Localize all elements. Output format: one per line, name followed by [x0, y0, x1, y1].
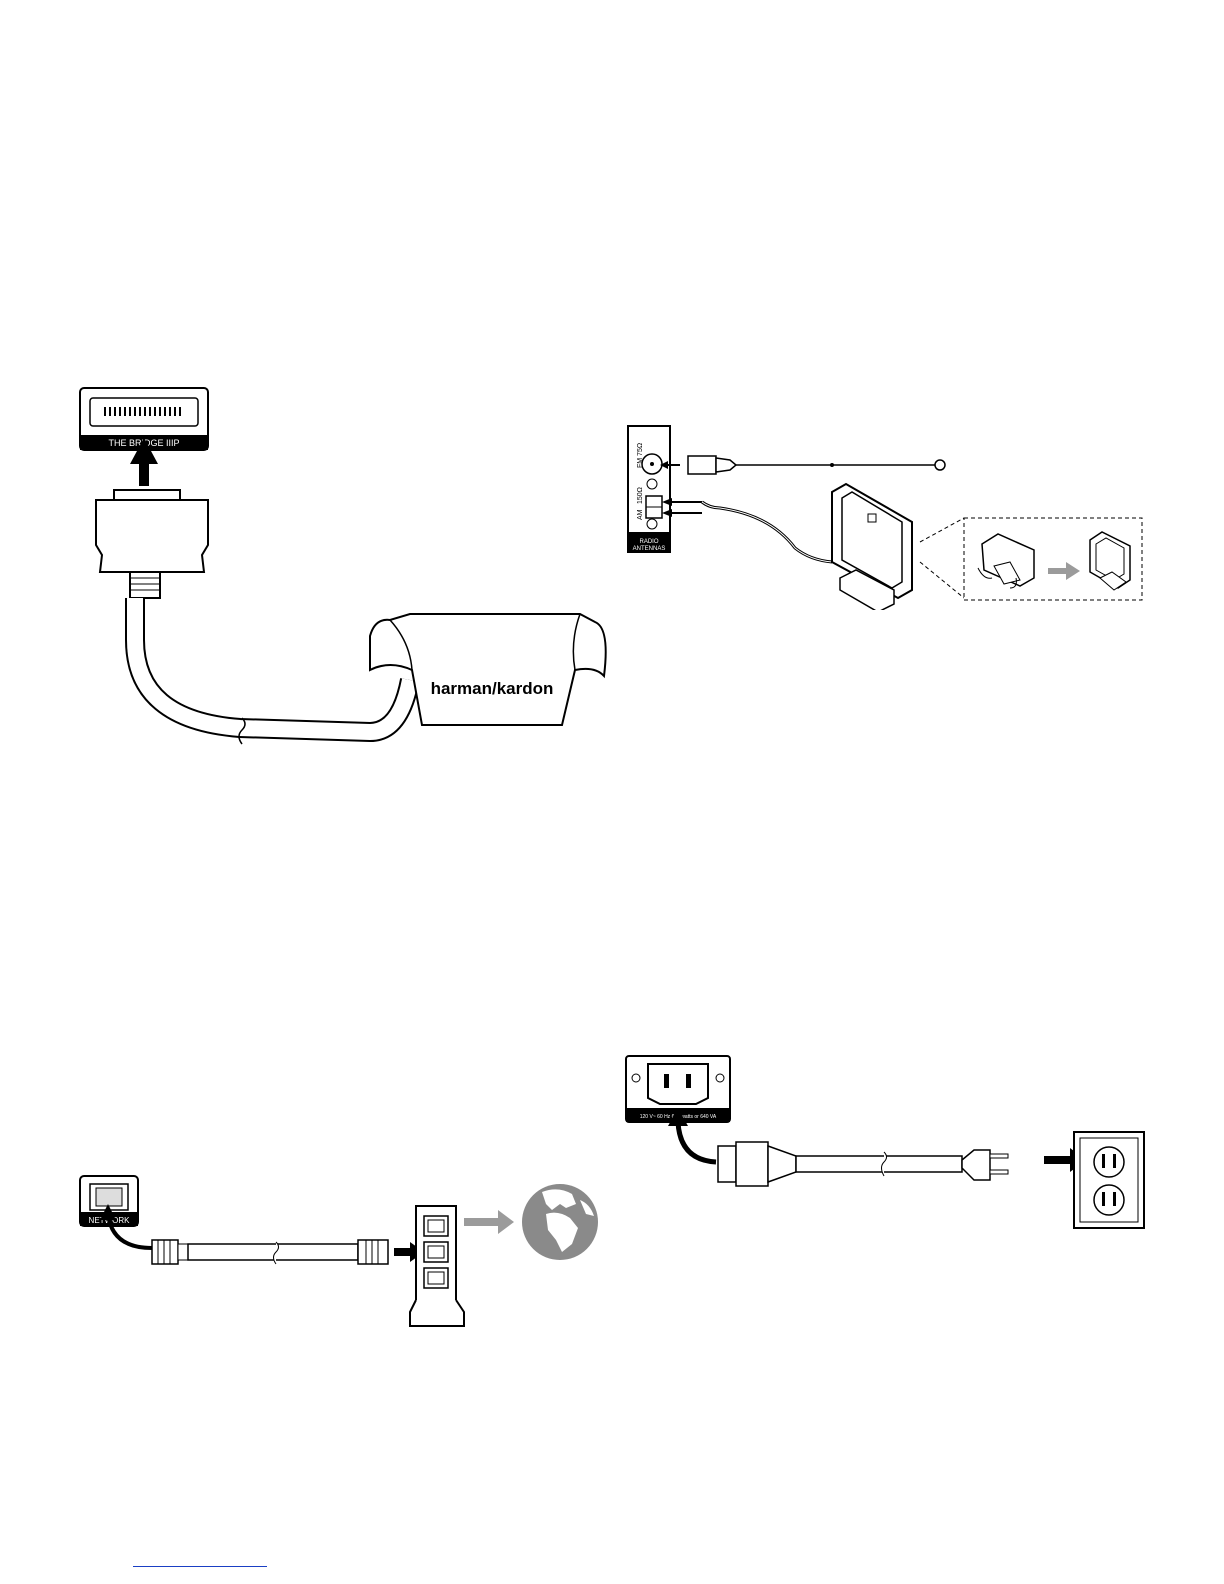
am-impedance-label: 150Ω: [637, 487, 644, 504]
network-router: [410, 1206, 464, 1326]
network-figure: NETWORK: [72, 1170, 612, 1340]
power-figure: 120 V~ 60 Hz 600 watts or 640 VA: [620, 1050, 1160, 1240]
fm-antenna-wire: [660, 456, 945, 474]
am-loop-antenna: [832, 484, 912, 610]
am-label: AM: [637, 509, 644, 520]
ethernet-cable: [152, 1240, 388, 1264]
power-cord: [718, 1142, 1008, 1186]
am-antenna-wires: [662, 498, 832, 562]
bridge-figure: THE BRIDGE IIIP harman/kardon: [70, 380, 610, 760]
loop-assembly-detail: [920, 518, 1142, 600]
footer-link-underline[interactable]: [133, 1566, 267, 1567]
power-connect-arrow-icon: [678, 1122, 716, 1162]
dock-brand-text: harman/kardon: [431, 679, 554, 698]
to-internet-arrow-icon: [464, 1210, 514, 1234]
wall-outlet: [1074, 1132, 1144, 1228]
internet-globe-icon: [522, 1184, 598, 1260]
bridge-connector-plug: [96, 490, 208, 598]
